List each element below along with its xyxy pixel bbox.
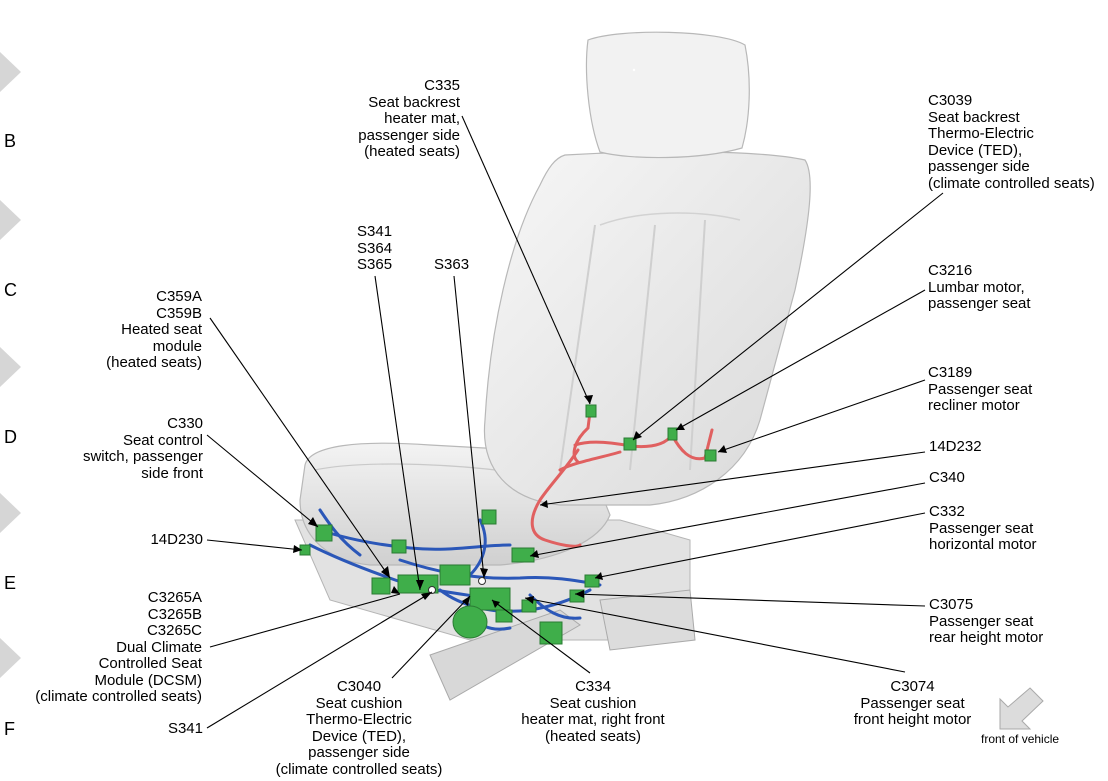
grid-row-c: C — [4, 280, 17, 300]
grid-row-b: B — [4, 131, 17, 151]
leader-lines — [206, 115, 944, 729]
grid-row-d: D — [4, 427, 17, 447]
grid-tab — [0, 638, 21, 678]
grid-tab — [0, 52, 21, 92]
grid-tab — [0, 493, 21, 533]
grid-tab — [0, 347, 21, 387]
grid-row-e: E — [4, 573, 17, 593]
seat-backrest — [483, 151, 811, 506]
callout-14d230: 14D230 — [150, 531, 203, 548]
seat-headrest — [585, 31, 750, 159]
connectors — [299, 404, 717, 645]
grid-tab — [0, 200, 21, 240]
grid-row-f: F — [4, 719, 15, 739]
callout-c340: C340 — [929, 469, 965, 486]
callout-14d232: 14D232 — [929, 438, 982, 455]
front-of-vehicle-label: front of vehicle — [981, 732, 1060, 746]
front-of-vehicle-arrow-icon — [999, 687, 1044, 730]
callout-s363: S363 — [434, 256, 470, 273]
callout-s341: S341 — [167, 720, 203, 737]
